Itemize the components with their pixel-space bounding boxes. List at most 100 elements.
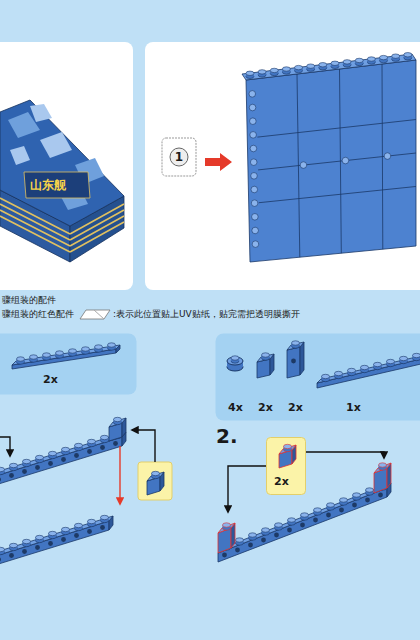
stud	[379, 463, 387, 467]
pin-hole	[87, 449, 92, 454]
pin-hole	[35, 545, 40, 550]
part-callout	[138, 462, 172, 500]
red-arrow	[205, 153, 232, 171]
leader-line	[306, 452, 384, 458]
stud	[49, 531, 57, 535]
wall-top	[242, 54, 416, 80]
stud	[342, 157, 349, 164]
sticker-icon	[162, 138, 196, 176]
stud	[49, 451, 57, 455]
brick-face	[374, 463, 391, 473]
stud	[374, 362, 382, 366]
stud	[250, 145, 257, 152]
stud	[322, 374, 330, 378]
brick-face	[287, 347, 300, 378]
step-1-assembly	[0, 417, 172, 566]
quantity-label: 1x	[346, 401, 361, 414]
stud	[301, 513, 309, 517]
part-drawing	[227, 341, 420, 388]
camo-patch	[30, 104, 52, 122]
stud	[361, 365, 369, 369]
stud	[250, 159, 257, 166]
sticker-symbol	[94, 310, 104, 319]
quantity-label: 2x	[43, 373, 58, 386]
stud	[348, 368, 356, 372]
pin-hole	[61, 457, 66, 462]
panel-line	[259, 186, 416, 202]
quantity-label: 2x	[274, 475, 289, 488]
pin-hole	[74, 453, 79, 458]
brick-face	[147, 472, 164, 481]
stud	[343, 60, 351, 64]
legend-text: 骤组装的配件	[2, 295, 56, 306]
pin-hole	[222, 553, 227, 558]
stud	[353, 493, 361, 497]
stud	[355, 58, 363, 62]
leader-line	[0, 437, 10, 456]
pin-hole	[352, 503, 357, 508]
box-stripe	[70, 222, 124, 252]
stud	[270, 68, 278, 72]
stud	[367, 57, 375, 61]
box-art	[0, 100, 124, 262]
pin-hole	[248, 543, 253, 548]
stud	[23, 459, 31, 463]
brick-face	[317, 359, 420, 388]
sticker-number: 1	[175, 150, 183, 164]
pin-hole	[61, 537, 66, 542]
stud	[246, 71, 254, 75]
stud	[380, 55, 388, 59]
pin-hole	[48, 461, 53, 466]
legend-text: 骤组装的红色配件	[2, 309, 74, 320]
stud	[56, 351, 64, 355]
stud	[331, 61, 339, 65]
stud	[251, 186, 258, 193]
stud	[262, 528, 270, 532]
stud	[69, 349, 77, 353]
leader-line	[228, 466, 266, 512]
stud	[152, 471, 160, 475]
stud	[249, 91, 256, 98]
stud	[314, 508, 322, 512]
stud	[82, 347, 90, 351]
stud	[335, 371, 343, 375]
panel-fill	[0, 334, 137, 395]
brick-face	[0, 521, 109, 566]
panel-fill	[267, 438, 306, 495]
sticker-symbol	[80, 310, 110, 319]
box-title: 山东舰	[30, 178, 66, 192]
pin-hole	[313, 518, 318, 523]
stud	[327, 503, 335, 507]
panel-line	[257, 120, 416, 138]
pin-hole	[35, 465, 40, 470]
stud	[95, 345, 103, 349]
stud	[307, 64, 315, 68]
stud	[88, 439, 96, 443]
stud	[295, 65, 303, 69]
pin-hole	[300, 523, 305, 528]
quantity-label: 2x	[288, 401, 303, 414]
stud	[101, 435, 109, 439]
stud	[0, 547, 5, 551]
stud	[392, 54, 400, 58]
pin-hole	[22, 549, 27, 554]
brick-face	[218, 523, 235, 533]
stud	[262, 353, 270, 357]
brick-face	[12, 345, 120, 365]
quantity-label: 2x	[258, 401, 273, 414]
pin-hole	[74, 533, 79, 538]
stud	[75, 523, 83, 527]
pin-hole	[100, 525, 105, 530]
pin-hole	[291, 359, 296, 364]
panel-fill	[216, 334, 420, 421]
stud	[101, 515, 109, 519]
stud	[30, 355, 38, 359]
white-panel	[145, 42, 420, 290]
pin-hole	[48, 541, 53, 546]
brick-face	[0, 432, 126, 477]
stud	[75, 443, 83, 447]
stud	[17, 357, 25, 361]
pin-hole	[0, 557, 1, 562]
stud	[251, 173, 258, 180]
